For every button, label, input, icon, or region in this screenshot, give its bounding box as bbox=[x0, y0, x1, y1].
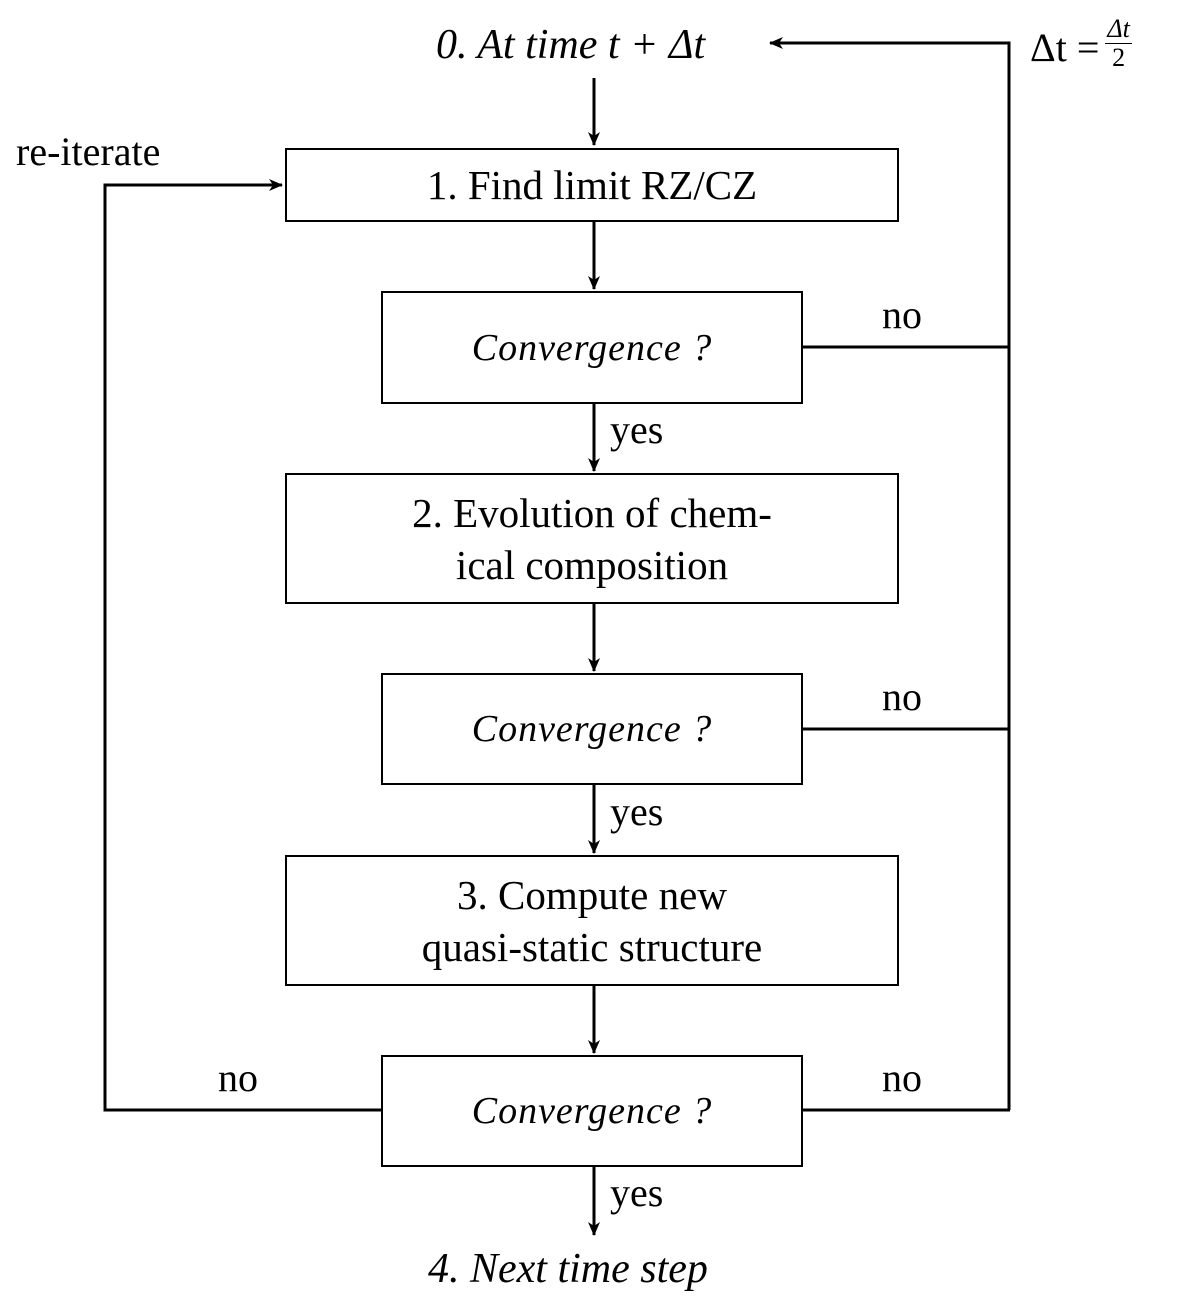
timestep-fraction: Δt 2 bbox=[1105, 14, 1132, 72]
convergence-check-1: Convergence ? bbox=[381, 291, 803, 404]
fraction-denominator: 2 bbox=[1112, 43, 1126, 72]
convergence-3-label: Convergence ? bbox=[471, 1090, 713, 1132]
conv3-yes-label: yes bbox=[610, 1170, 664, 1215]
fraction-numerator: Δt bbox=[1105, 14, 1132, 44]
step2-chemical-evolution-box: 2. Evolution of chem- ical composition bbox=[285, 473, 899, 604]
arrow-reiterate-loop bbox=[103, 179, 381, 1112]
conv2-yes-label: yes bbox=[610, 789, 664, 834]
convergence-check-3: Convergence ? bbox=[381, 1055, 803, 1167]
reiterate-label: re-iterate bbox=[16, 129, 161, 174]
conv1-no-label: no bbox=[882, 292, 922, 337]
arrow-no-loop-to-start bbox=[769, 37, 1011, 1110]
timestep-halving-formula: Δt = Δt 2 bbox=[1030, 16, 1132, 75]
step3-quasistatic-structure-box: 3. Compute new quasi-static structure bbox=[285, 855, 899, 986]
start-node-label: 0. At time t + Δt bbox=[436, 22, 706, 68]
step2-label-line1: 2. Evolution of chem- bbox=[412, 489, 772, 536]
conv2-no-label: no bbox=[882, 674, 922, 719]
timestep-lhs: Δt = bbox=[1030, 24, 1100, 70]
conv3-no-left-label: no bbox=[218, 1055, 258, 1100]
conv3-no-right-label: no bbox=[882, 1055, 922, 1100]
step3-label-line2: quasi-static structure bbox=[421, 923, 763, 970]
step3-label-line1: 3. Compute new bbox=[457, 871, 727, 918]
end-node-label: 4. Next time step bbox=[428, 1246, 708, 1292]
convergence-2-label: Convergence ? bbox=[471, 708, 713, 750]
conv1-yes-label: yes bbox=[610, 407, 664, 452]
convergence-check-2: Convergence ? bbox=[381, 673, 803, 785]
step1-find-limit-box: 1. Find limit RZ/CZ bbox=[285, 148, 899, 222]
convergence-1-label: Convergence ? bbox=[471, 326, 713, 369]
step2-label-line2: ical composition bbox=[455, 541, 729, 588]
step1-label: 1. Find limit RZ/CZ bbox=[426, 162, 758, 208]
